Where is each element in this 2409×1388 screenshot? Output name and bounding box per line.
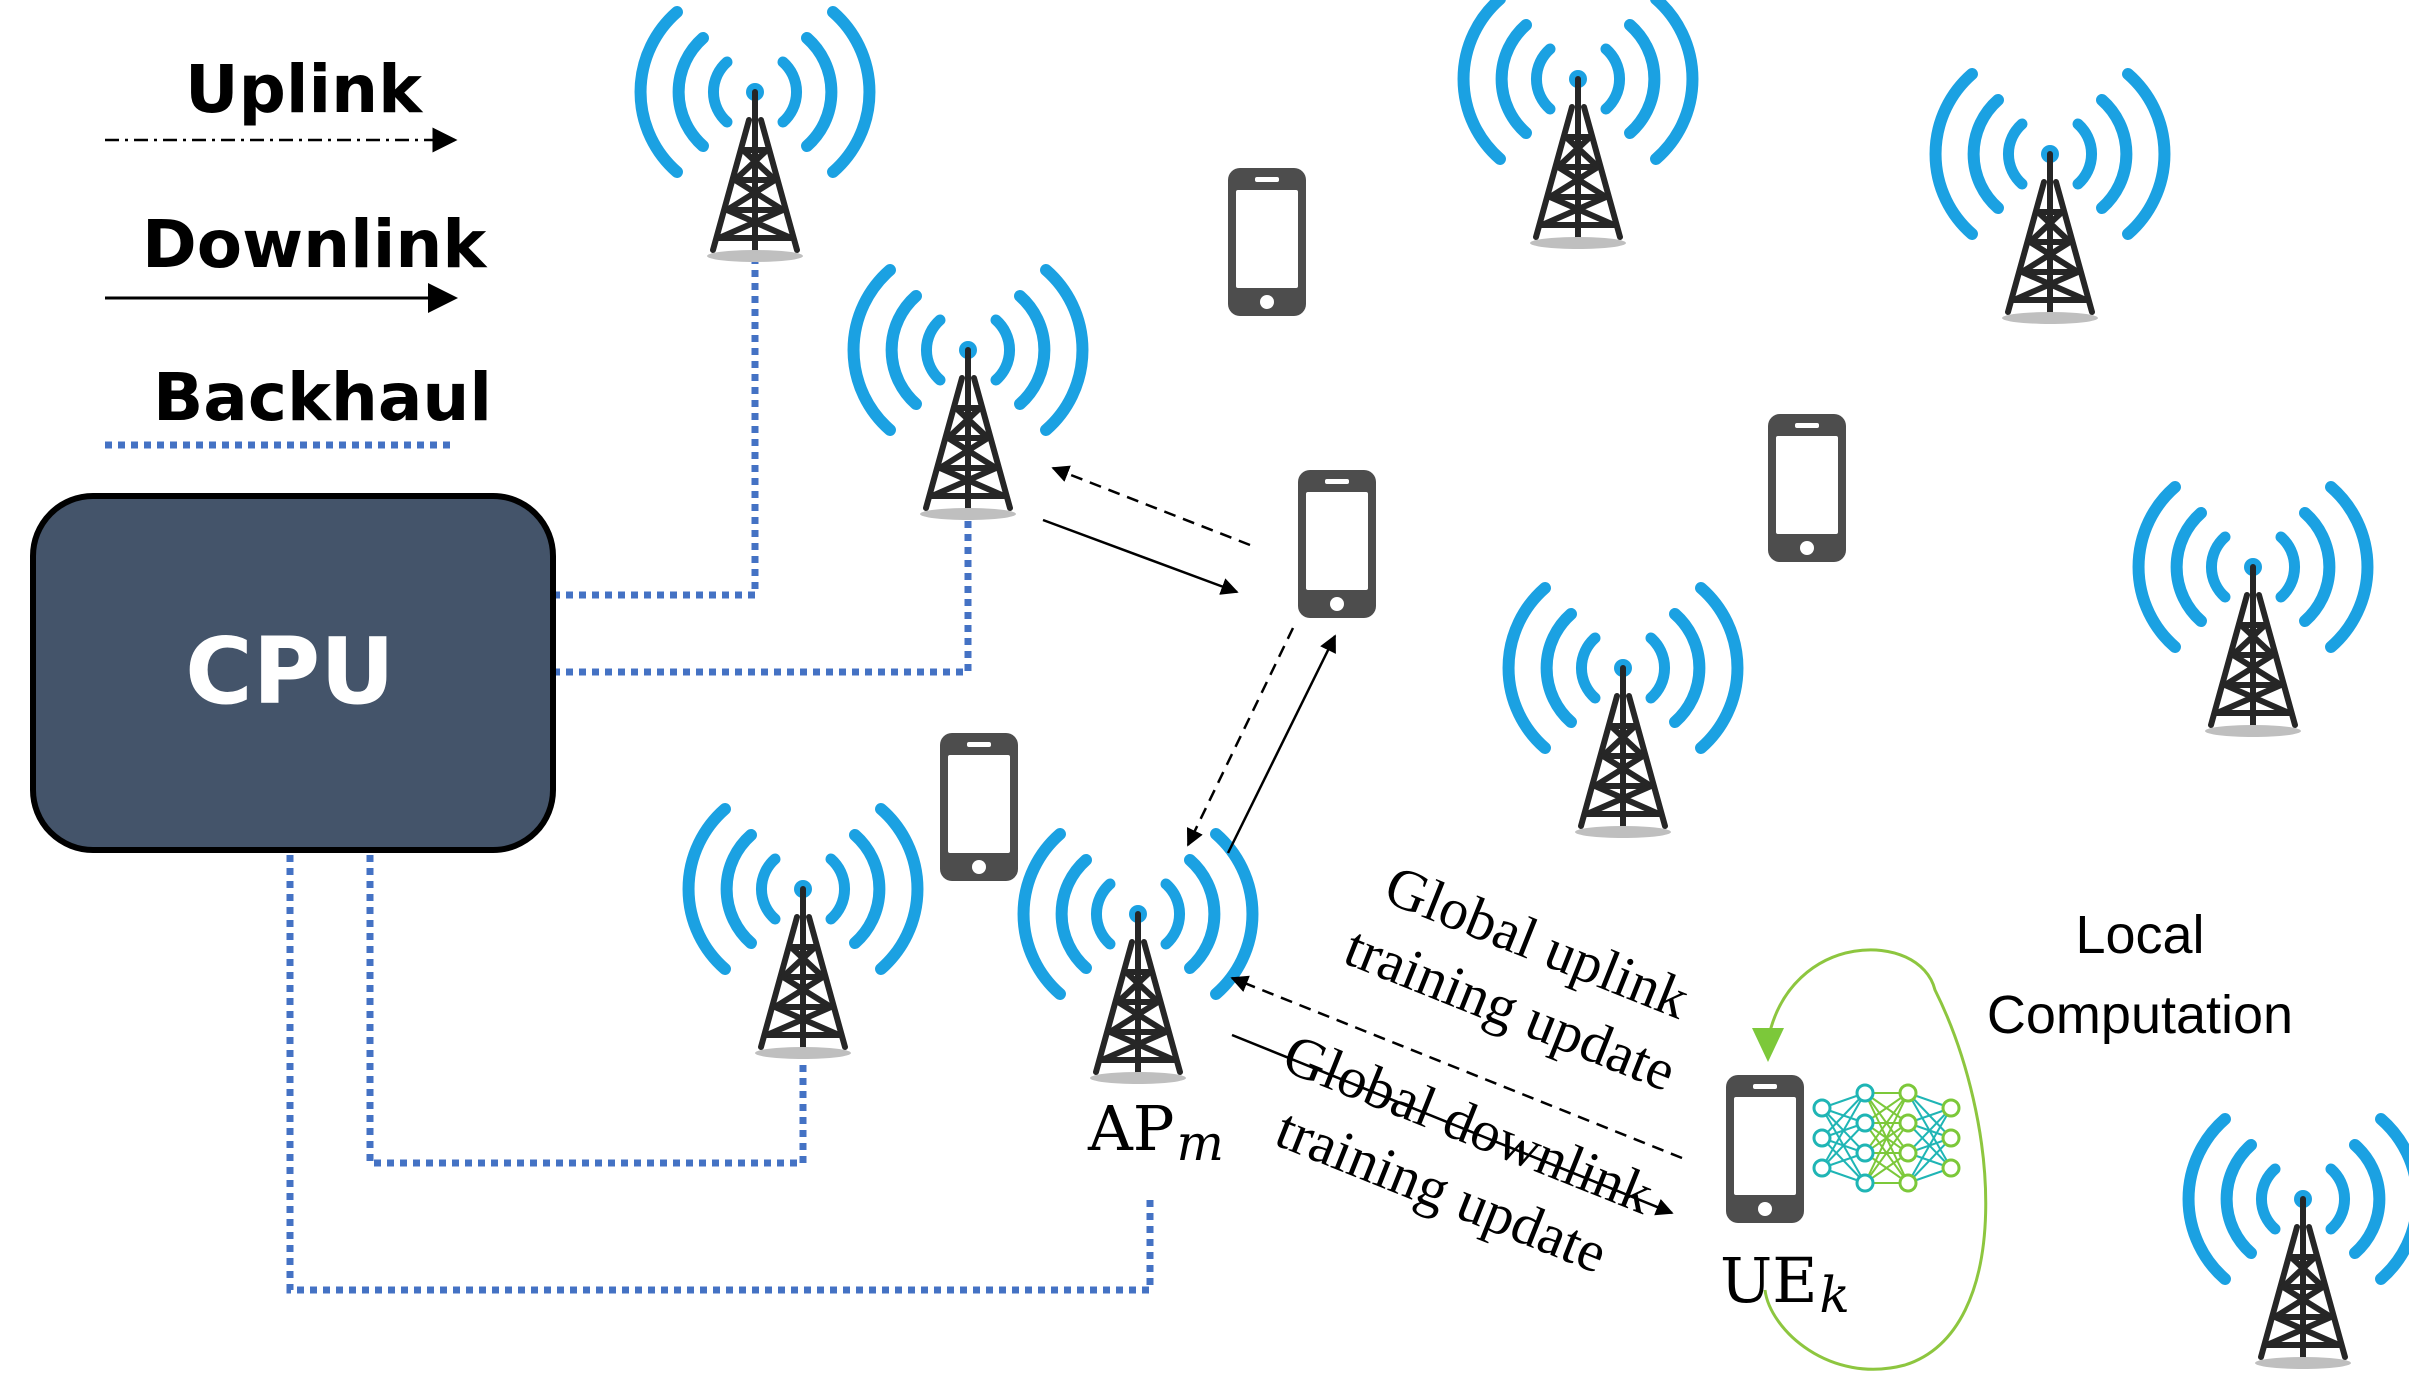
neural-network-icon	[1812, 1083, 1961, 1193]
antenna-tower-icon	[2189, 1119, 2409, 1369]
cpu-label: CPU	[185, 618, 395, 725]
nn-node	[1812, 1158, 1832, 1178]
nn-node	[1855, 1173, 1875, 1193]
nn-connection	[1821, 1122, 1866, 1169]
nn-node	[1898, 1143, 1918, 1163]
loop-arrowhead-icon	[1752, 1028, 1784, 1062]
nn-node	[1855, 1083, 1875, 1103]
nn-node	[1855, 1143, 1875, 1163]
legend-uplink-label: Uplink	[185, 51, 424, 128]
antenna-tower-icon	[641, 12, 870, 262]
local-line2: Computation	[1987, 985, 2293, 1045]
backhaul-links	[286, 262, 1154, 1294]
nn-connection	[1907, 1107, 1952, 1184]
nn-connection	[1864, 1092, 1909, 1184]
antenna-tower-icon	[1464, 0, 1693, 249]
global-downlink-arrow	[1231, 1033, 1674, 1216]
nn-node	[1855, 1113, 1875, 1133]
nn-node	[1941, 1098, 1961, 1118]
wireless-links	[1042, 465, 1683, 1216]
nn-node	[1812, 1128, 1832, 1148]
antenna-tower-icon	[854, 270, 1083, 520]
ap-m-label: APm	[1087, 1092, 1224, 1172]
backhaul-to-ap-upper	[553, 520, 972, 676]
smartphone-icon	[1298, 470, 1376, 618]
svg-text:UEk: UEk	[1720, 1244, 1850, 1324]
nn-connection	[1821, 1092, 1866, 1139]
ap-m-tower-icon	[1024, 834, 1253, 1084]
downlink-arrow	[1042, 518, 1239, 595]
local-computation-loop	[1763, 948, 1988, 1371]
nn-node	[1812, 1098, 1832, 1118]
antenna-tower-icon	[1509, 588, 1738, 838]
antenna-tower-icon	[2139, 487, 2368, 737]
local-computation-caption: Local Computation	[1987, 905, 2293, 1045]
global-uplink-arrow	[1230, 975, 1683, 1160]
nn-connection	[1864, 1122, 1909, 1184]
nn-connection	[1864, 1092, 1909, 1154]
nn-connection	[1821, 1092, 1866, 1169]
uplink-arrow	[1051, 465, 1251, 547]
backhaul-to-ap-lower-left	[366, 855, 807, 1167]
smartphone-icon	[940, 733, 1018, 881]
nn-node	[1941, 1158, 1961, 1178]
nn-node	[1941, 1128, 1961, 1148]
smartphone-icon	[1228, 168, 1306, 316]
ue-k-phone-icon	[1726, 1075, 1804, 1223]
legend-backhaul-label: Backhaul	[153, 359, 492, 436]
legend-downlink-label: Downlink	[142, 206, 488, 283]
svg-text:APm: APm	[1087, 1092, 1224, 1172]
ap-label-base: AP	[1087, 1092, 1175, 1165]
ue-k-label: UEk	[1720, 1244, 1850, 1324]
nn-connection	[1907, 1137, 1952, 1184]
backhaul-to-ap-top	[553, 262, 759, 599]
local-line1: Local	[2075, 905, 2204, 965]
uplink-arrow	[1186, 627, 1295, 847]
smartphone-icon	[1768, 414, 1846, 562]
ap-label-sub: m	[1177, 1114, 1224, 1172]
cpu-box: CPU	[30, 493, 556, 853]
antenna-tower-icon	[689, 809, 918, 1059]
ue-label-sub: k	[1820, 1266, 1850, 1324]
legend: Uplink Downlink Backhaul	[105, 51, 492, 449]
antenna-tower-icon	[1936, 74, 2165, 324]
nn-node	[1898, 1113, 1918, 1133]
backhaul-to-ap-m	[286, 855, 1154, 1294]
nn-node	[1898, 1083, 1918, 1103]
nn-node	[1898, 1173, 1918, 1193]
downlink-arrow	[1226, 634, 1337, 854]
nn-connection	[1907, 1107, 1952, 1154]
